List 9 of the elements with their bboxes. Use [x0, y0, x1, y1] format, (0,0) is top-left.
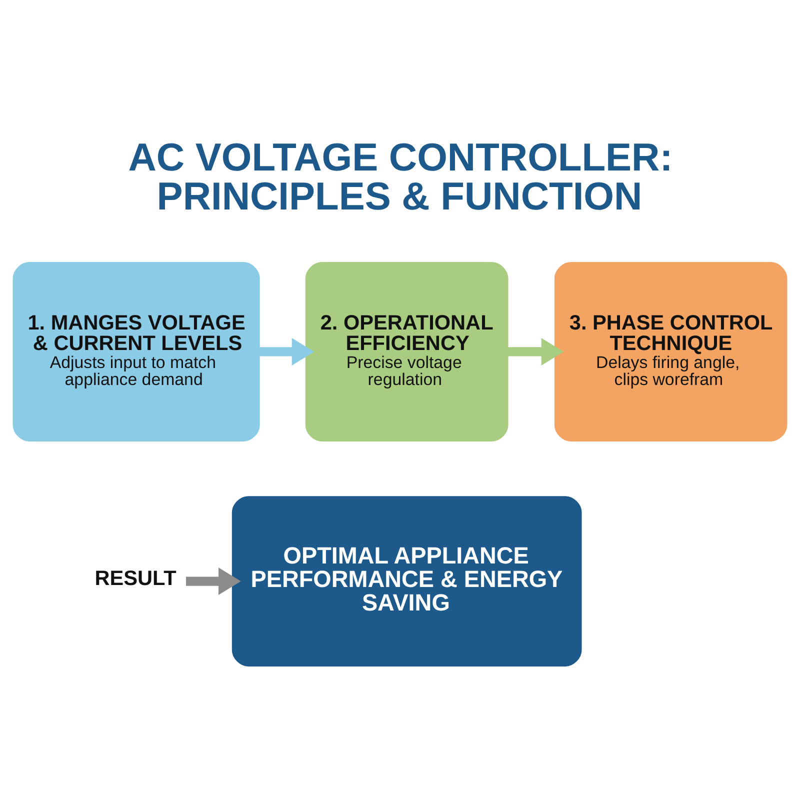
node-box: 2. OPERATIONAL EFFICIENCY Precise voltage regulation: [305, 262, 508, 441]
arrow: [186, 567, 241, 594]
node-text: RESULT: [94, 566, 176, 590]
node-box: OPTIMAL APPLIANCE PERFORMANCE & ENERGY SAVING: [232, 496, 582, 666]
arrow: [508, 338, 564, 365]
diagram-title: AC VOLTAGE CONTROLLER: PRINCIPLES & FUNCTION: [128, 136, 673, 218]
arrow: [259, 338, 314, 365]
node-box: 1. MANGES VOLTAGE & CURRENT LEVELS Adjusts input to match appliance demand: [12, 262, 260, 441]
node-box: 3. PHASE CONTROL TECHNIQUE Delays firing angle, clips worefram: [554, 262, 788, 441]
